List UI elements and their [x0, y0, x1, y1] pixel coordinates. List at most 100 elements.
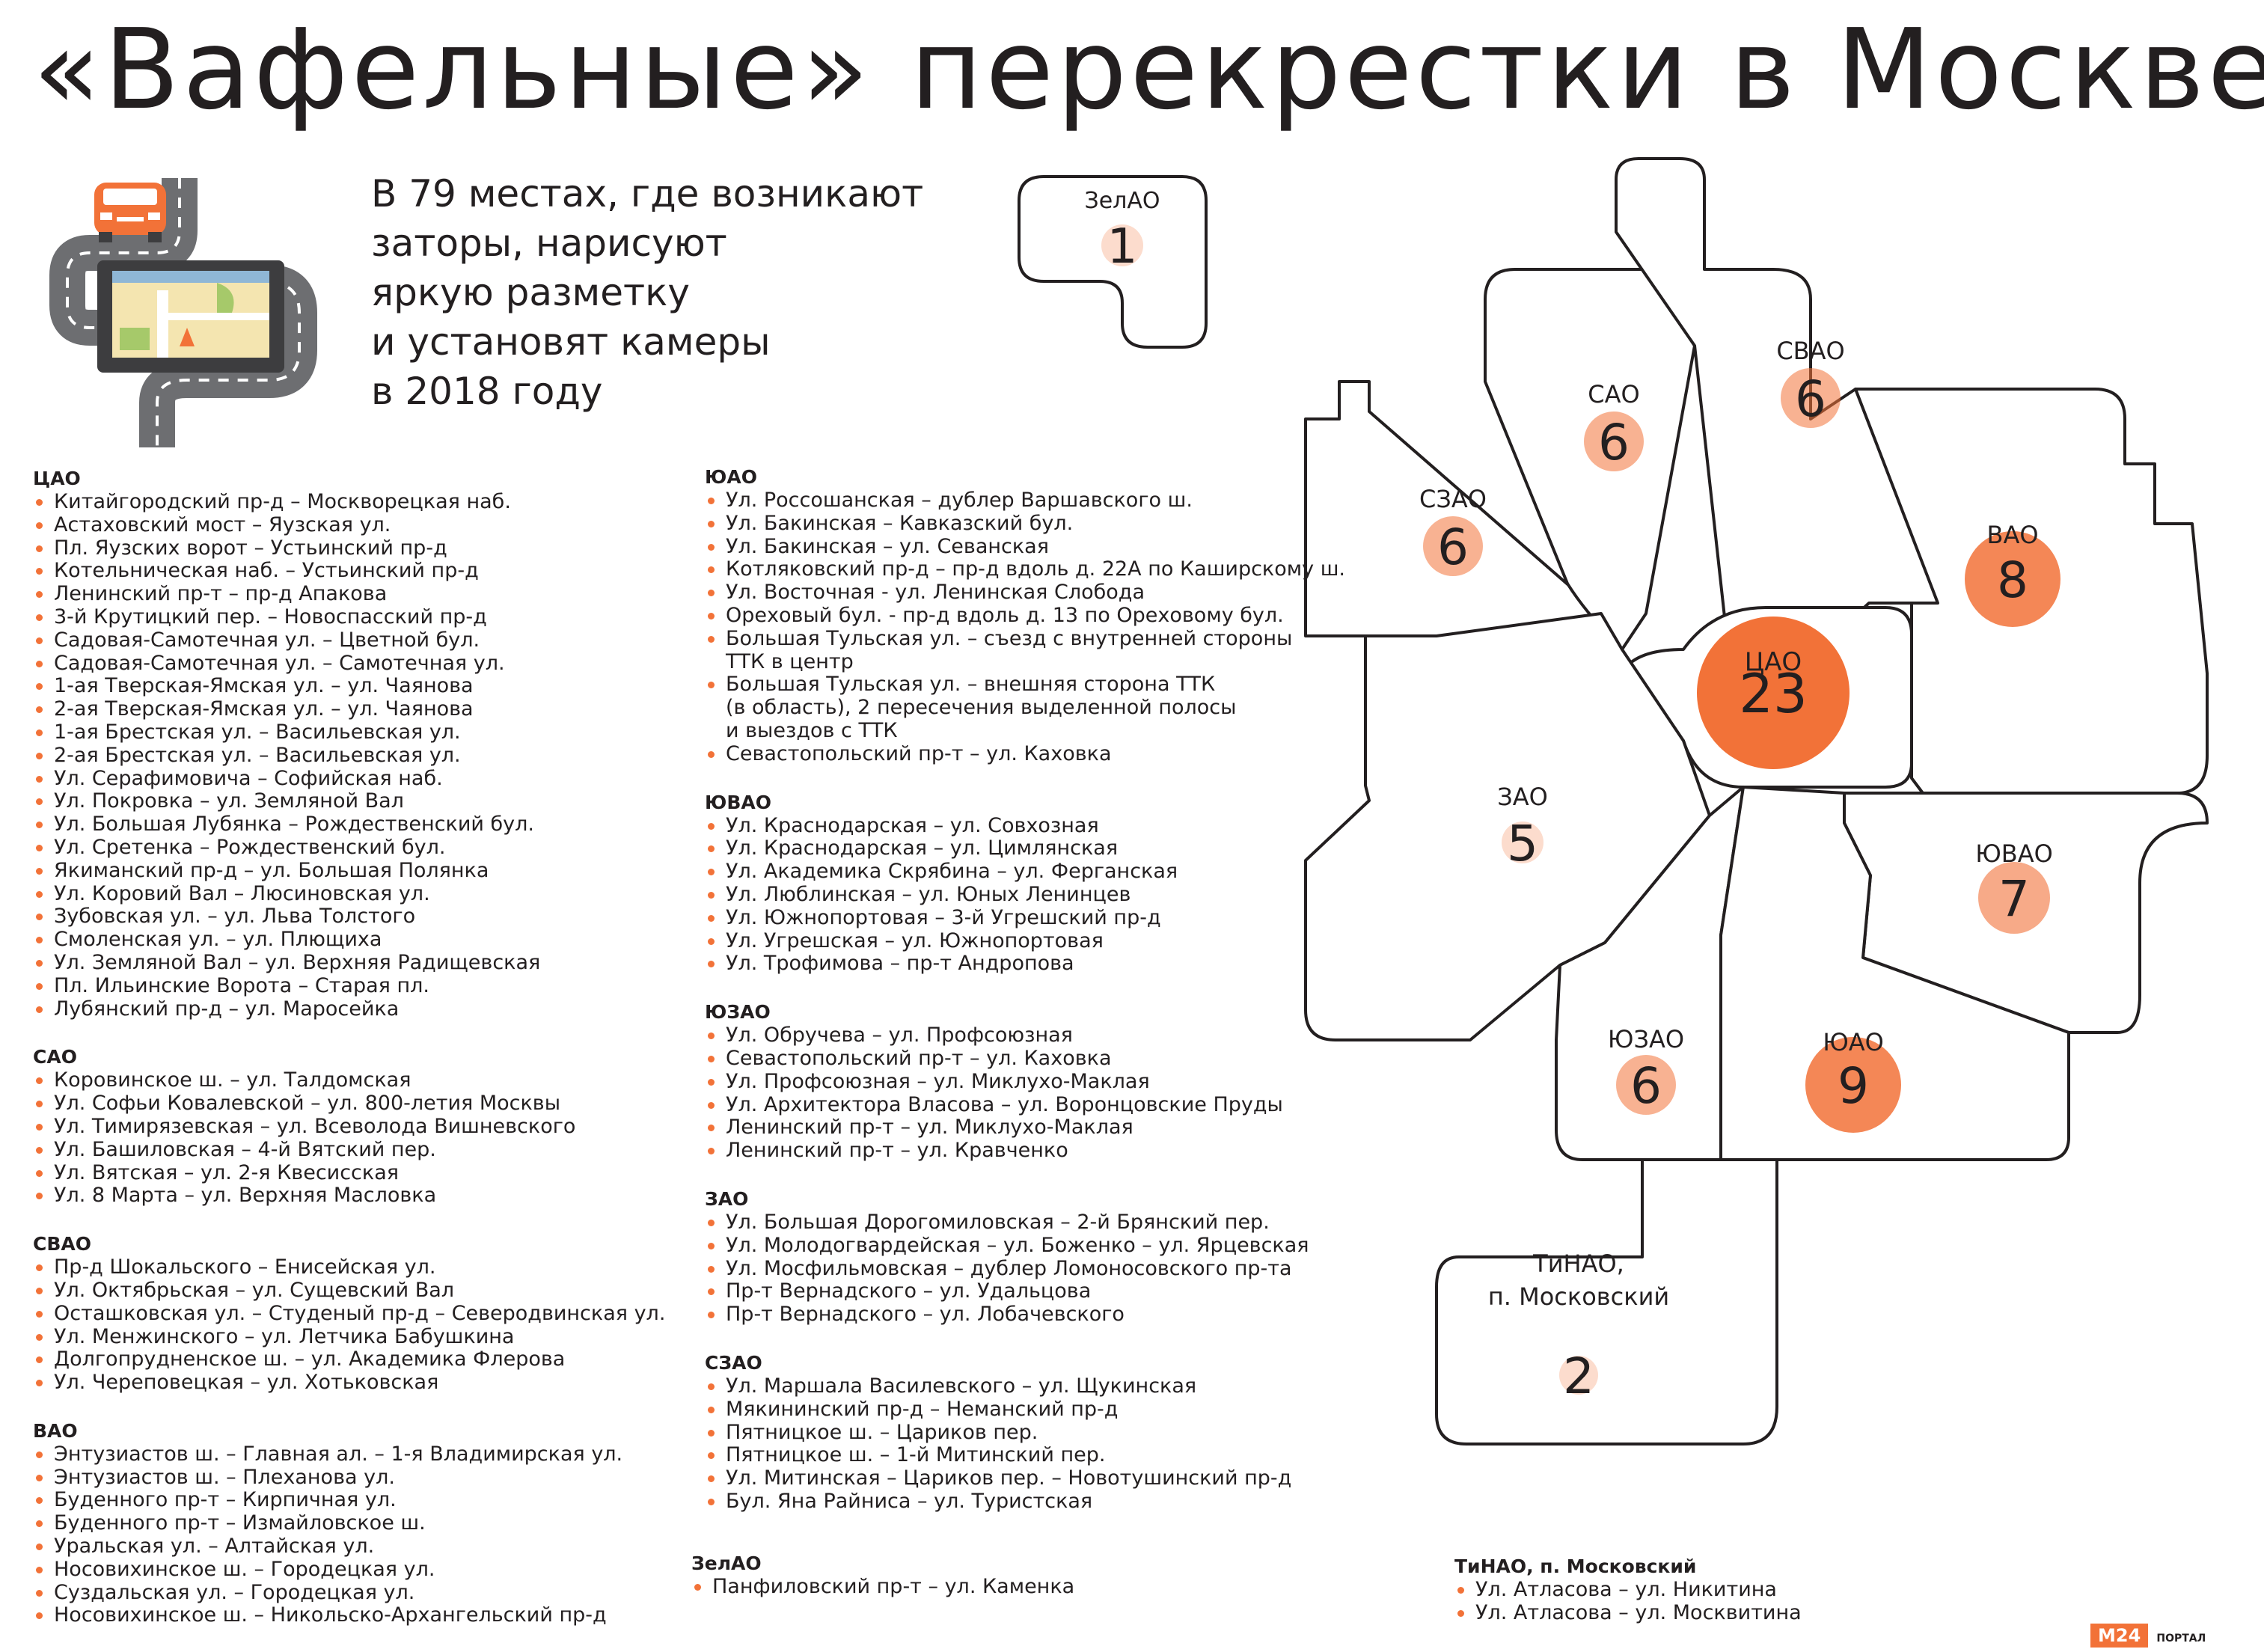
district-name: ВАО: [1986, 521, 2038, 549]
list-item: Суздальская ул. – Городецкая ул.: [33, 1581, 665, 1605]
district-count-circle: [1697, 617, 1850, 769]
list-item: Пр-т Вернадского – ул. Лобачевского: [705, 1303, 1345, 1327]
district-count-circle: [1781, 368, 1841, 428]
list-item: Ул. Вятская – ул. 2-я Квесисская: [33, 1161, 665, 1185]
intro-text: В 79 местах, где возникают заторы, нарис…: [371, 169, 970, 416]
list-item: Ул. Башиловская – 4-й Вятский пер.: [33, 1138, 665, 1162]
list-item: Астаховский мост – Яузская ул.: [33, 513, 665, 537]
district-tinao: [1435, 1158, 1778, 1446]
list-item: 2-ая Брестская ул. – Васильевская ул.: [33, 744, 665, 768]
list-item: 1-ая Брестская ул. – Васильевская ул.: [33, 721, 665, 744]
list-item: Ул. Большая Лубянка – Рождественский бул…: [33, 813, 665, 836]
list-item: Ул. Профсоюзная – ул. Миклухо-Маклая: [705, 1070, 1345, 1094]
list-item: 2-ая Тверская-Ямская ул. – ул. Чаянова: [33, 697, 665, 721]
list-item: Энтузиастов ш. – Главная ал. – 1-я Влади…: [33, 1443, 665, 1466]
list-item: Лубянский пр-д – ул. Маросейка: [33, 997, 665, 1021]
list-item: Осташковская ул. – Студеный пр-д – Север…: [33, 1302, 665, 1326]
list-item: Ул. Серафимовича – Софийская наб.: [33, 767, 665, 791]
district-list-title: ВАО: [33, 1419, 78, 1442]
district-count: 2: [1563, 1347, 1594, 1405]
district-list-title: САО: [33, 1046, 77, 1068]
list-item: Ул. Краснодарская – ул. Совхозная: [705, 814, 1345, 838]
list-item: Пр-д Шокальского – Енисейская ул.: [33, 1255, 665, 1279]
list-item: Ул. Череповецкая – ул. Хотьковская: [33, 1371, 665, 1395]
district-count: 7: [1998, 870, 2030, 928]
list-item: Ленинский пр-т – ул. Кравченко: [705, 1139, 1345, 1163]
intro-line: заторы, нарисуют: [371, 221, 727, 265]
district-list-title: СВАО: [33, 1233, 92, 1255]
list-item: Ул. Академика Скрябина – ул. Ферганская: [705, 860, 1345, 884]
logo-brand: М24: [2090, 1624, 2149, 1648]
intro-line: в 2018 году: [371, 370, 603, 413]
list-item: Ул. Южнопортовая – 3-й Угрешский пр-д: [705, 906, 1345, 930]
list-item: Ул. Коровий Вал – Люсиновская ул.: [33, 882, 665, 906]
district-name: ЮЗАО: [1608, 1025, 1684, 1053]
list-item: Ул. Обручева – ул. Профсоюзная: [705, 1024, 1345, 1047]
district-count: 6: [1630, 1057, 1662, 1115]
district-list-title: ЗелАО: [691, 1552, 762, 1574]
list-item: Ул. Октябрьская – ул. Сущевский Вал: [33, 1279, 665, 1303]
list-item: Пл. Ильинские Ворота – Старая пл.: [33, 974, 665, 998]
district-name: САО: [1588, 380, 1639, 409]
list-item: Ул. Маршала Василевского – ул. Щукинская: [705, 1374, 1345, 1398]
district-count: 9: [1838, 1057, 1869, 1115]
district-list-title: ЮАО: [705, 466, 757, 488]
m24-logo: М24 ПОРТАЛ: [2090, 1624, 2206, 1648]
list-item: Мякининский пр-д – Неманский пр-д: [705, 1398, 1345, 1422]
district-list-title: ЮВАО: [705, 791, 772, 813]
district-name: СЗАО: [1419, 485, 1487, 513]
list-item: Ореховый бул. - пр-д вдоль д. 13 по Орех…: [705, 604, 1345, 628]
district-yuao: [1719, 786, 2070, 1161]
district-count: 6: [1795, 370, 1826, 428]
district-list-title: ЦАО: [33, 468, 81, 489]
list-item: Садовая-Самотечная ул. – Цветной бул.: [33, 628, 665, 652]
list-item: Ул. Менжинского – ул. Летчика Бабушкина: [33, 1325, 665, 1349]
district-name: ЮВАО: [1975, 839, 2053, 868]
list-item: Ул. Молодогвардейская – ул. Боженко – ул…: [705, 1234, 1345, 1258]
district-name: ТиНАО,: [1532, 1249, 1624, 1278]
district-list-title: ЗАО: [705, 1187, 749, 1210]
list-item: Ул. Софьи Ковалевской – ул. 800-летия Мо…: [33, 1092, 665, 1116]
list-item: Ул. Архитектора Власова – ул. Воронцовск…: [705, 1093, 1345, 1117]
district-list-title: ЮЗАО: [705, 1001, 771, 1024]
list-item: Ул. Люблинская – ул. Юных Ленинцев: [705, 883, 1345, 907]
list-item: Котляковский пр-д – пр-д вдоль д. 22А по…: [705, 558, 1345, 581]
list-item: Зубовская ул. – ул. Льва Толстого: [33, 905, 665, 929]
list-item: Ул. Большая Дорогомиловская – 2-й Брянск…: [705, 1211, 1345, 1235]
district-count: 6: [1598, 414, 1630, 471]
intro-line: В 79 местах, где возникают: [371, 172, 924, 215]
list-item: Ул. 8 Марта – ул. Верхняя Масловка: [33, 1184, 665, 1208]
list-item: Ул. Мосфильмовская – дублер Ломоносовско…: [705, 1257, 1345, 1281]
list-item: Смоленская ул. – ул. Плющиха: [33, 928, 665, 952]
list-item: Буденного пр-т – Кирпичная ул.: [33, 1489, 665, 1512]
list-item: Пр-т Вернадского – ул. Удальцова: [705, 1280, 1345, 1303]
district-list-title: ТиНАО, п. Московский: [1454, 1555, 1697, 1577]
list-item: Ул. Бакинская – Кавказский бул.: [705, 512, 1345, 536]
district-count-circle: [1559, 1356, 1598, 1395]
list-item: Китайгородский пр-д – Москворецкая наб.: [33, 490, 665, 514]
list-item: Севастопольский пр-т – ул. Каховка: [705, 742, 1345, 766]
district-count-circle: [1616, 1055, 1676, 1115]
list-item: Носовихинское ш. – Никольско-Архангельск…: [33, 1604, 665, 1627]
district-count: 1: [1107, 219, 1138, 275]
district-name: ЗАО: [1497, 783, 1548, 811]
district-count-circle: [1584, 412, 1644, 471]
list-item: Ул. Покровка – ул. Земляной Вал: [33, 790, 665, 813]
list-item: Пятницкое ш. – 1-й Митинский пер.: [705, 1443, 1345, 1467]
district-list-title: СЗАО: [705, 1351, 762, 1374]
district-count-circle: [1423, 516, 1483, 576]
list-item: Буденного пр-т – Измайловское ш.: [33, 1511, 665, 1535]
list-item: Ул. Краснодарская – ул. Цимлянская: [705, 837, 1345, 860]
district-count: 8: [1997, 551, 2028, 609]
